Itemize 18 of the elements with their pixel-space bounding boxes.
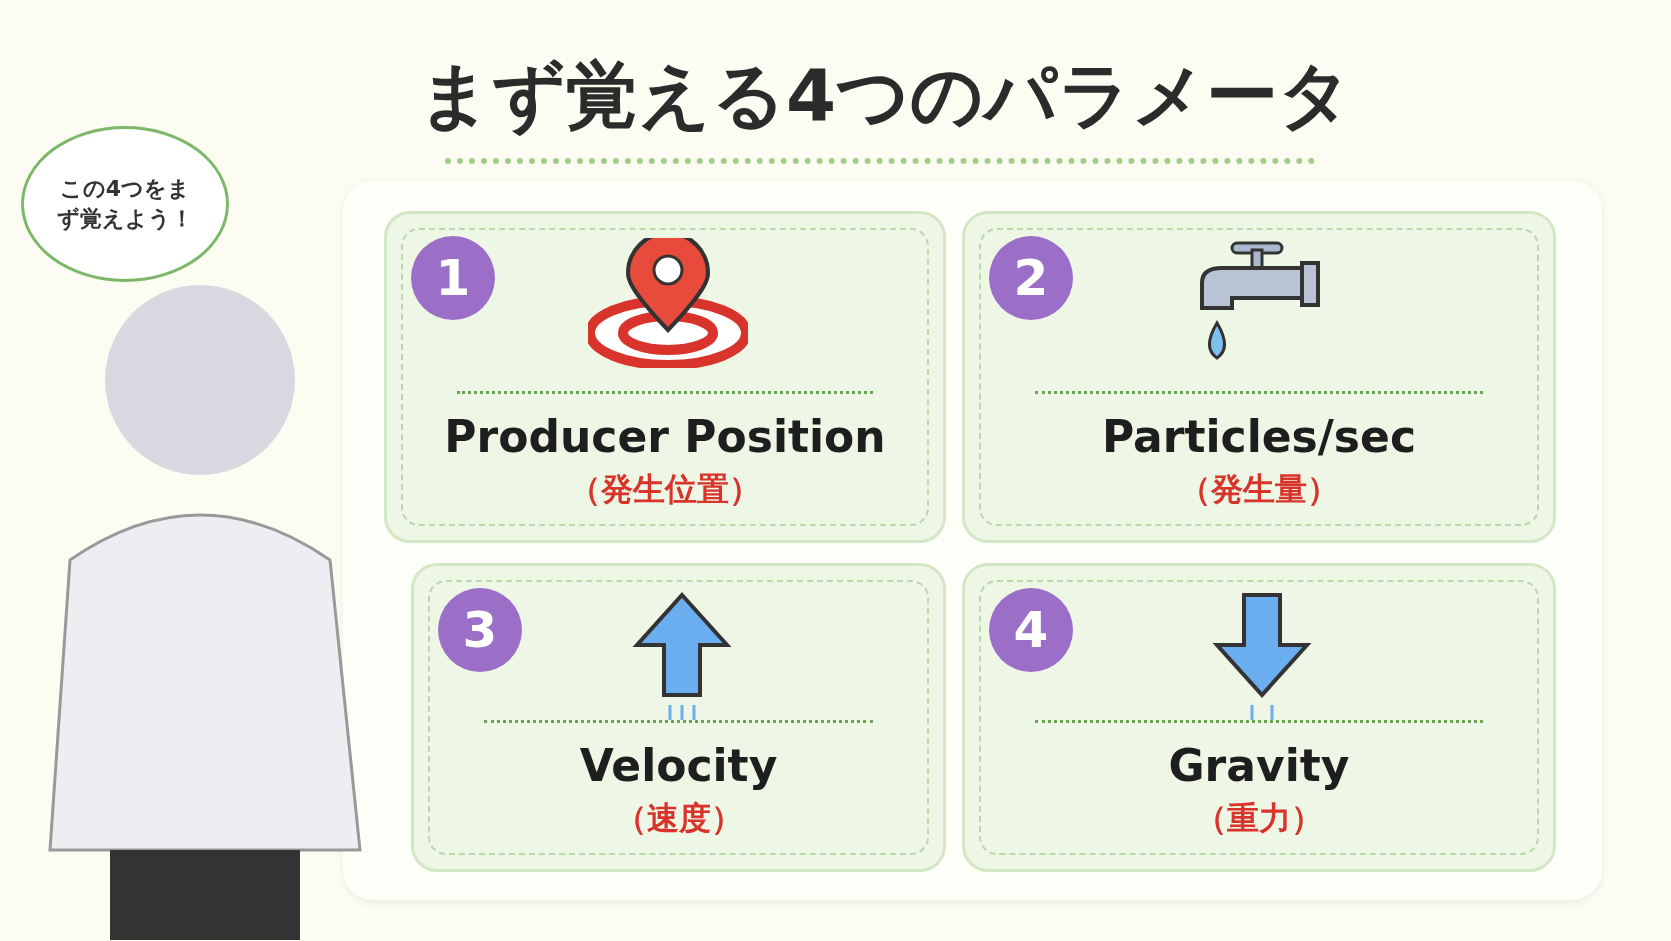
parameter-name: Gravity (1167, 740, 1351, 791)
title: まず覚える4つのパラメータ (416, 52, 1354, 139)
japanese-subtitle: （速度） (613, 798, 744, 839)
japanese-subtitle: （重力） (1194, 798, 1324, 839)
japanese-subtitle: （発生量） (1178, 469, 1340, 510)
japanese-subtitle: （発生位置） (568, 469, 762, 510)
number-badge: 3 (438, 588, 522, 672)
parameter-name: Producer Position (443, 411, 887, 462)
parameter-card (962, 563, 1556, 872)
number-badge: 2 (989, 236, 1073, 320)
number-badge: 1 (411, 236, 495, 320)
speech-bubble: この4つをまず覚えよう！ (21, 126, 229, 282)
parameter-name: Particles/sec (1101, 411, 1417, 462)
parameter-card (384, 211, 946, 543)
number-badge: 4 (989, 588, 1073, 672)
parameter-card (962, 211, 1556, 543)
parameter-name: Velocity (578, 740, 779, 791)
parameter-card (411, 563, 946, 872)
